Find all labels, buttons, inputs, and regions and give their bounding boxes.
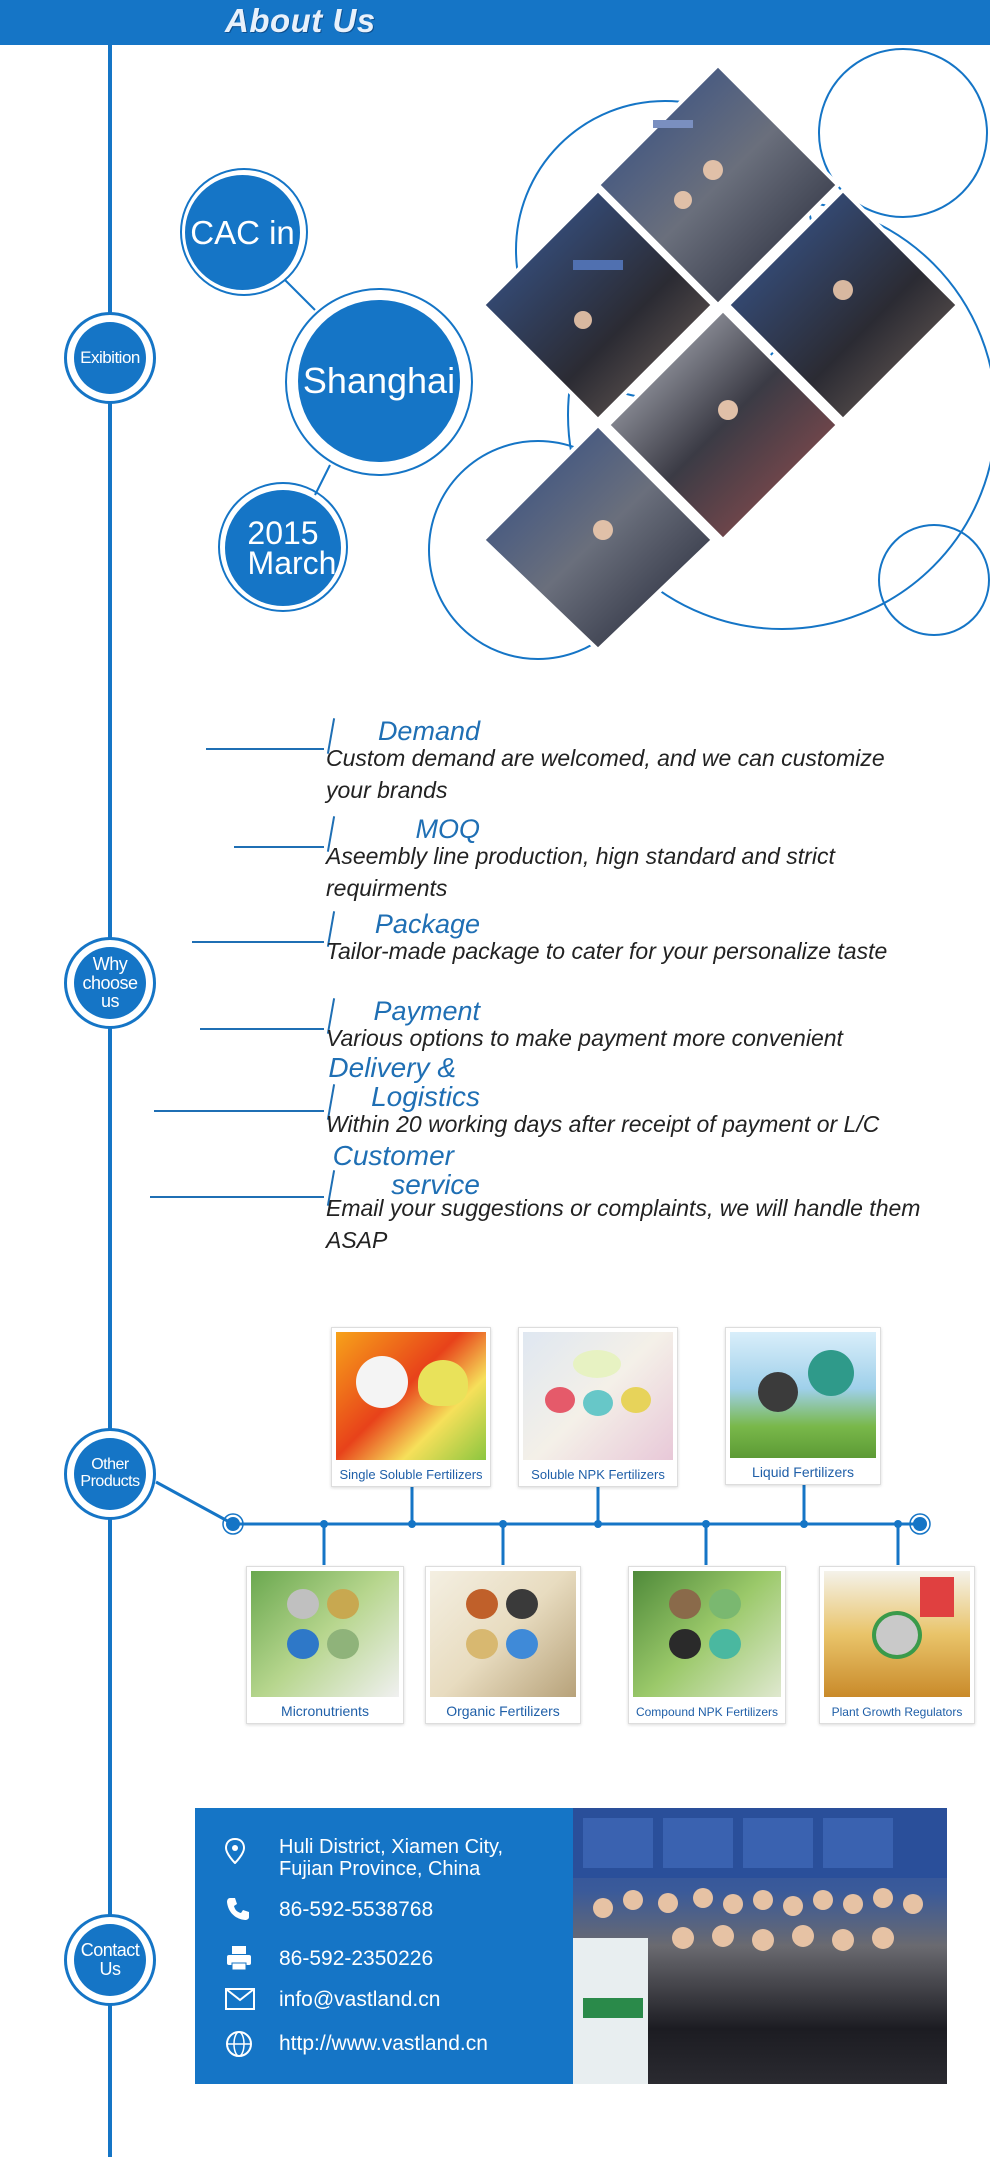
wc-underline [234, 846, 324, 848]
bubble-ring [180, 168, 308, 296]
product-card-single-soluble[interactable]: Single Soluble Fertilizers [331, 1327, 491, 1487]
products-connector [155, 1480, 931, 1565]
wc-underline [150, 1196, 324, 1198]
product-card-compound-npk[interactable]: Compound NPK Fertilizers [628, 1566, 786, 1724]
product-card-liquid[interactable]: Liquid Fertilizers [725, 1327, 881, 1485]
node-label: Why choose us [74, 947, 146, 1019]
wc-label-payment: Payment [373, 996, 480, 1026]
contact-website[interactable]: http://www.vastland.cn [279, 2032, 488, 2055]
wc-desc-package: Tailor-made package to cater for your pe… [326, 938, 888, 964]
node-label: Other Products [74, 1438, 146, 1510]
decorative-ring [878, 524, 990, 636]
wc-underline [206, 748, 324, 750]
wc-underline [200, 1028, 324, 1030]
contact-panel: Huli District, Xiamen City, Fujian Provi… [195, 1808, 573, 2084]
globe-icon [225, 2030, 257, 2064]
product-label: Plant Growth Regulators [831, 1705, 963, 1719]
contact-email[interactable]: info@vastland.cn [279, 1988, 441, 2011]
wc-label-demand: Demand [377, 716, 480, 746]
contact-address: Huli District, Xiamen City, Fujian Provi… [279, 1836, 504, 1880]
product-card-micronutrients[interactable]: Micronutrients [246, 1566, 404, 1724]
wc-desc-customer-service: Email your suggestions or complaints, we… [326, 1195, 921, 1253]
wc-label-delivery: Delivery & Logistics [328, 1052, 480, 1112]
contact-website-row: http://www.vastland.cn [225, 2030, 488, 2064]
timeline-node-contact-us: Contact Us [64, 1914, 156, 2006]
timeline-line [108, 0, 112, 2157]
bubble-ring [285, 288, 473, 476]
wc-underline [154, 1110, 324, 1112]
product-label: Single Soluble Fertilizers [339, 1467, 483, 1482]
team-photo [573, 1808, 947, 2084]
phone-icon [225, 1896, 257, 1928]
fax-icon [225, 1945, 257, 1977]
exhibition-photo-collage [480, 60, 963, 653]
product-card-plant-growth[interactable]: Plant Growth Regulators [819, 1566, 975, 1724]
node-label: Contact Us [74, 1924, 146, 1996]
wc-desc-moq: Aseembly line production, hign standard … [326, 843, 835, 901]
wc-desc-demand: Custom demand are welcomed, and we can c… [326, 745, 885, 803]
product-label: Liquid Fertilizers [752, 1464, 854, 1480]
product-image [430, 1571, 576, 1697]
product-image [824, 1571, 970, 1697]
wc-desc-payment: Various options to make payment more con… [326, 1025, 843, 1051]
product-label: Soluble NPK Fertilizers [531, 1467, 665, 1482]
product-label: Micronutrients [281, 1703, 369, 1719]
contact-phone-row: 86-592-5538768 [225, 1896, 433, 1928]
product-image [730, 1332, 876, 1458]
bubble-ring [218, 482, 348, 612]
wc-label-moq: MOQ [415, 814, 481, 844]
product-card-soluble-npk[interactable]: Soluble NPK Fertilizers [518, 1327, 678, 1487]
timeline-node-other-products: Other Products [64, 1428, 156, 1520]
product-image [633, 1571, 781, 1697]
header-bar [0, 0, 990, 45]
product-card-organic[interactable]: Organic Fertilizers [425, 1566, 581, 1724]
mail-icon [225, 1988, 257, 2016]
product-image [523, 1332, 673, 1460]
wc-label-customer-service: Customer service [332, 1140, 480, 1200]
contact-fax: 86-592-2350226 [279, 1947, 434, 1970]
timeline-node-why-choose-us: Why choose us [64, 937, 156, 1029]
contact-address-row: Huli District, Xiamen City, Fujian Provi… [224, 1836, 503, 1880]
decorative-ring [818, 48, 988, 218]
exhibition-connectors [284, 279, 331, 496]
wc-desc-delivery: Within 20 working days after receipt of … [326, 1111, 880, 1137]
wc-label-package: Package [374, 909, 480, 939]
product-label: Organic Fertilizers [446, 1703, 560, 1719]
timeline-node-exhibition: Exibition [64, 312, 156, 404]
why-choose-us-section: Demand Custom demand are welcomed, and w… [150, 712, 980, 1272]
wc-underline [192, 941, 324, 943]
product-label: Compound NPK Fertilizers [635, 1705, 779, 1719]
contact-fax-row: 86-592-2350226 [225, 1945, 433, 1977]
product-image [251, 1571, 399, 1697]
contact-phone[interactable]: 86-592-5538768 [279, 1898, 434, 1921]
node-label: Exibition [74, 322, 146, 394]
location-icon [224, 1837, 257, 1870]
contact-email-row: info@vastland.cn [225, 1988, 440, 2016]
page-title: About Us [225, 2, 376, 39]
product-image [336, 1332, 486, 1460]
